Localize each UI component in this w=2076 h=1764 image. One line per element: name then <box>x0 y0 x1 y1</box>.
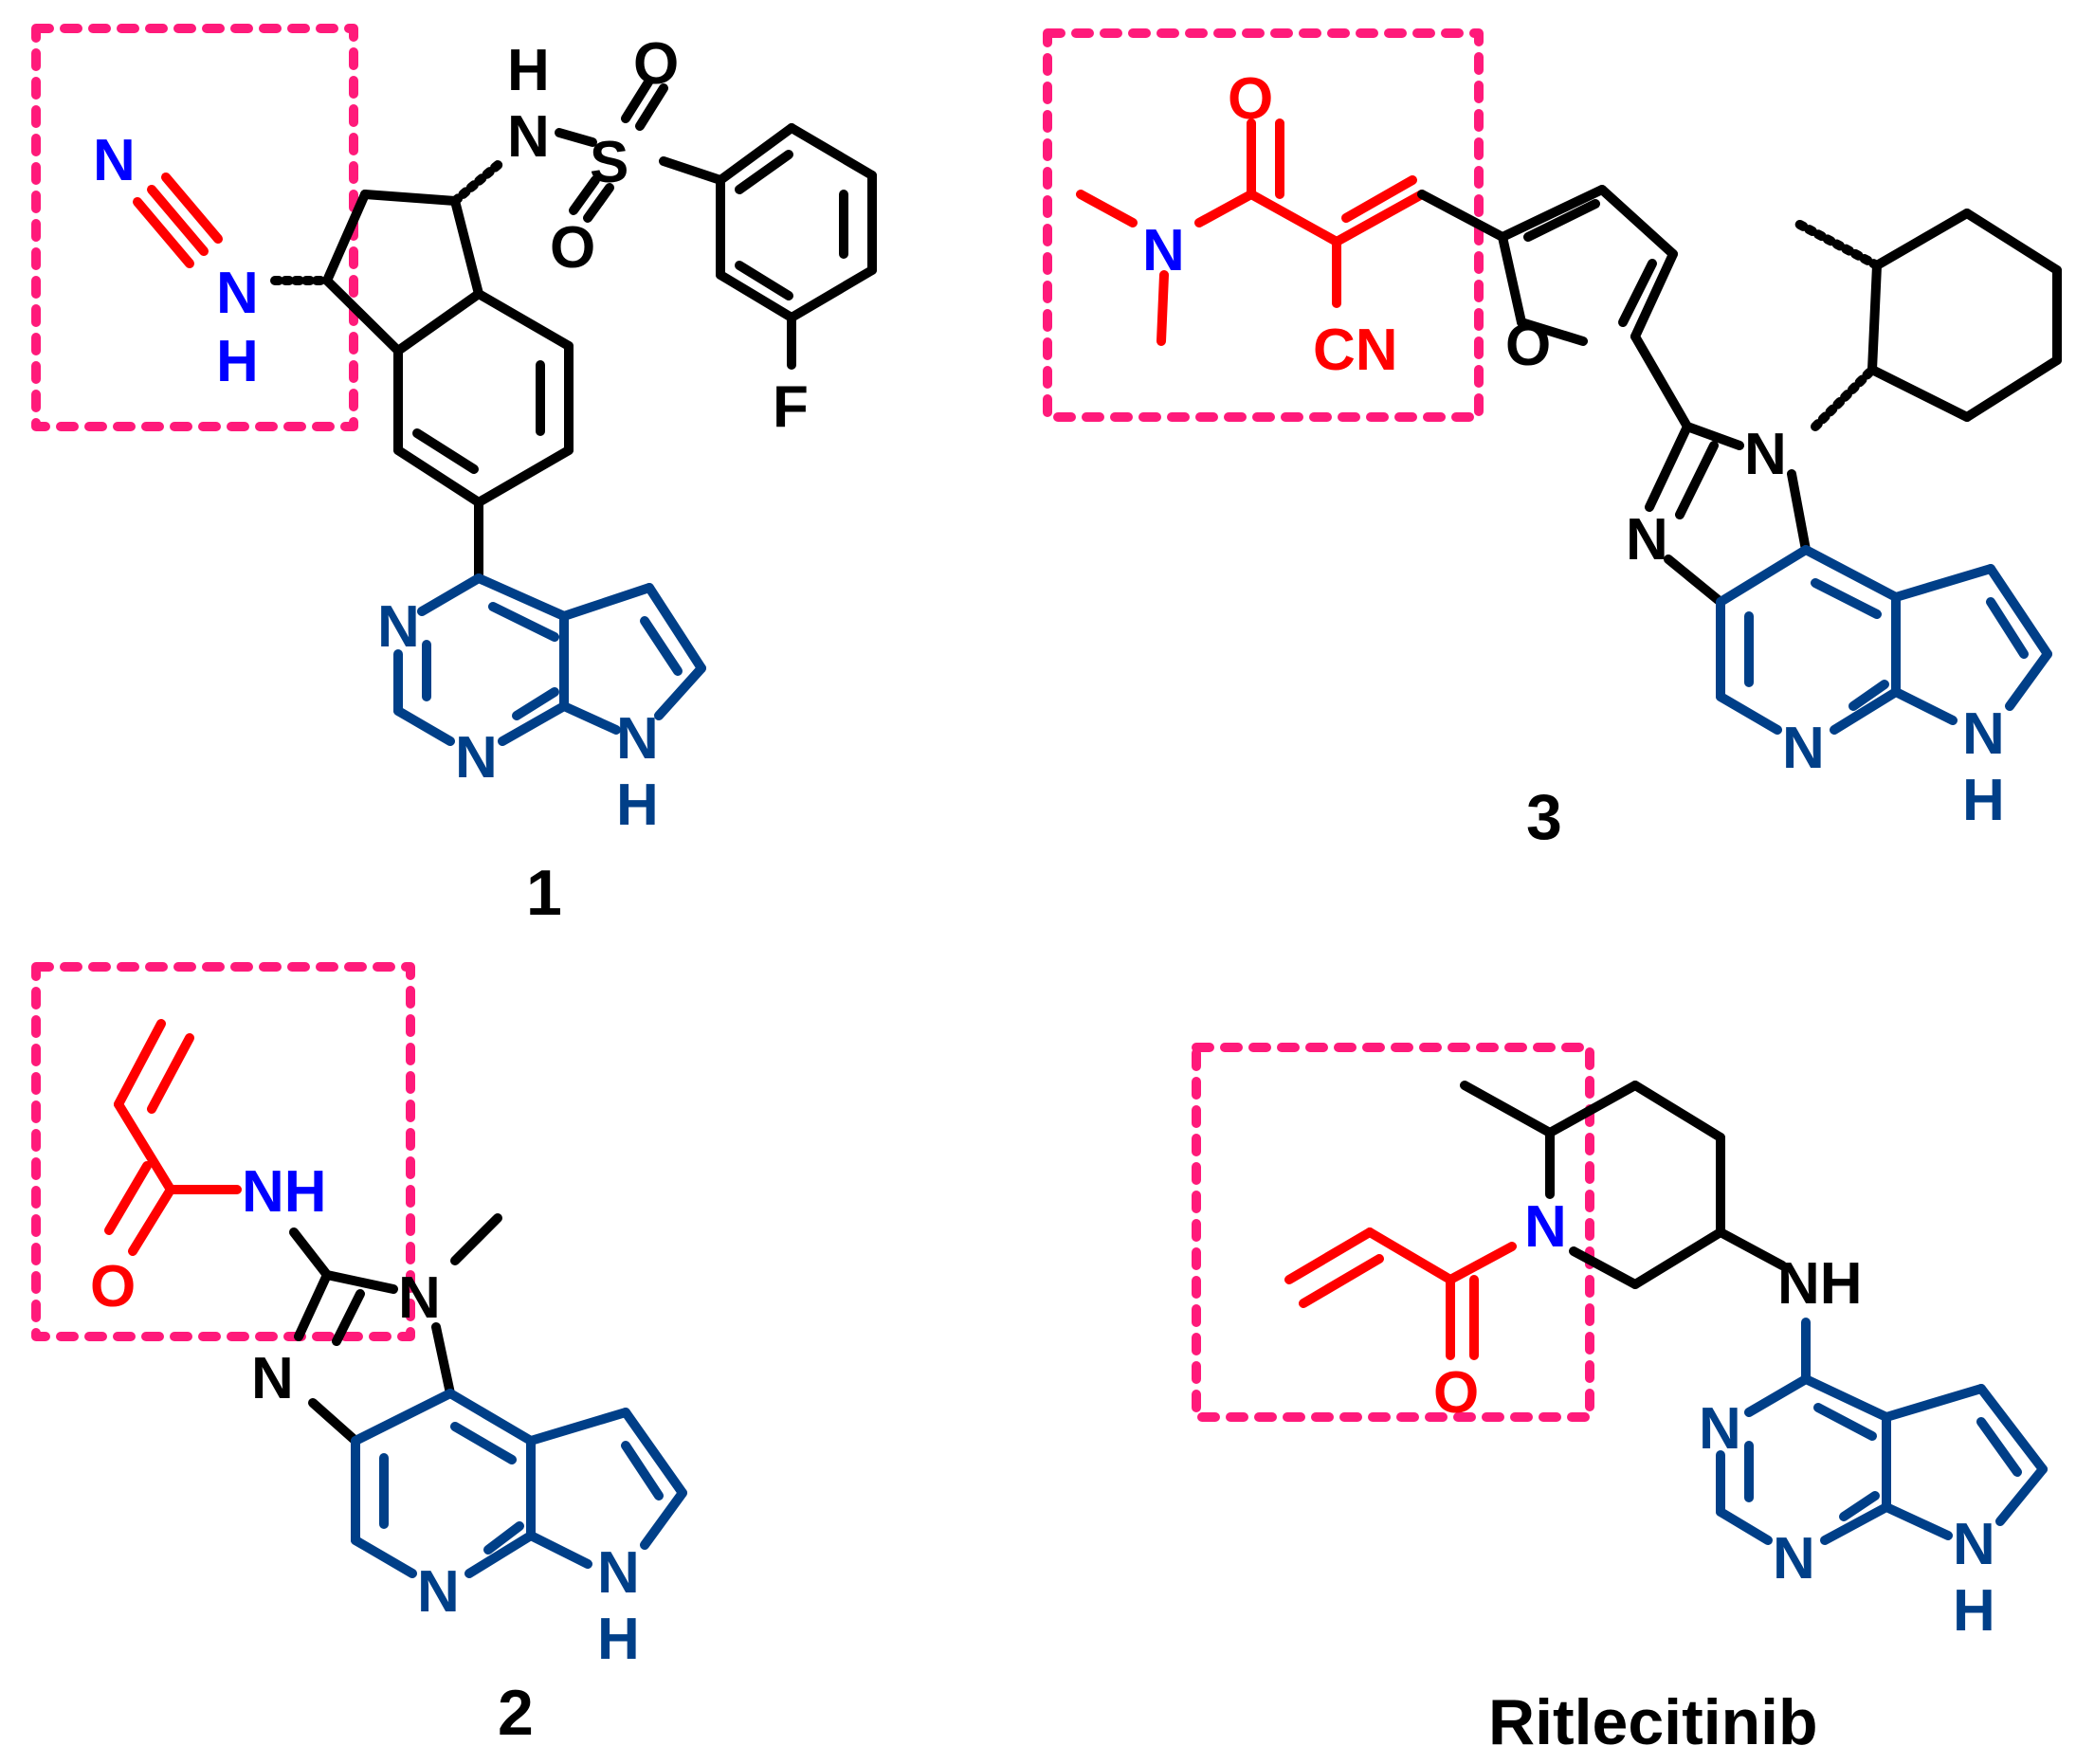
label-amide-o: O <box>1433 1360 1479 1426</box>
pyrrolopyrimidine-1 <box>393 573 706 746</box>
label-pyrrole-h: H <box>597 1607 640 1672</box>
label-pyrrole-n: N <box>616 706 659 772</box>
label-pyrrole-h: H <box>1962 768 2005 833</box>
label-cyanamide-h: H <box>216 329 259 394</box>
label-nitrile-n: N <box>93 128 136 193</box>
label-oxygen-top: O <box>633 31 679 97</box>
label-sulfonamide-n: N <box>507 104 550 170</box>
label-pyrrole-n: N <box>1962 701 2005 767</box>
label-pyrimidine-n3: N <box>1699 1396 1741 1462</box>
molecule-3: N O CN O N N N N H 3 <box>1043 28 2062 853</box>
molecule-ritlecitinib: N O NH N N N H Ritlecitinib <box>1192 1043 2048 1758</box>
caption-3: 3 <box>1526 781 1562 853</box>
atom-labels-2: NH O N N N N H <box>90 1159 640 1672</box>
label-pyrimidine-n1: N <box>455 725 498 791</box>
label-imidazole-n3: N <box>1626 507 1668 573</box>
atom-labels-1: N N H H N S O O F N N N H <box>93 31 809 838</box>
label-imidazole-n3: N <box>251 1346 294 1411</box>
atom-labels-3: N O CN O N N N N H <box>1142 66 2005 833</box>
label-pyrimidine-n3: N <box>377 594 420 660</box>
label-furan-o: O <box>1505 313 1551 378</box>
label-cyanamide-n: N <box>216 261 259 326</box>
caption-2: 2 <box>498 1677 534 1749</box>
label-pyrrole-h: H <box>616 773 659 838</box>
cyanoacrylamide-3 <box>1076 118 1427 346</box>
label-pyridine-n: N <box>417 1559 460 1625</box>
label-carbonyl-o: O <box>1228 66 1273 132</box>
label-pyrrole-n: N <box>597 1540 640 1606</box>
caption-ritlecitinib: Ritlecitinib <box>1488 1686 1818 1758</box>
label-amide-o: O <box>90 1254 136 1319</box>
pyrrolopyrimidine-4 <box>1716 1318 2048 1545</box>
label-amide-n: N <box>1142 218 1185 283</box>
label-sulfur: S <box>590 130 628 195</box>
highlight-box-4 <box>1192 1043 1594 1422</box>
label-pyrrole-h: H <box>1953 1578 1995 1644</box>
label-pyridine-n: N <box>1782 716 1825 781</box>
label-fluorine: F <box>773 374 809 440</box>
pyrrolopyridine-2 <box>351 1389 687 1578</box>
pyrrolopyridine-3 <box>1716 545 2052 735</box>
scaffold-3 <box>1417 185 2062 607</box>
molecule-1: N N H H N S O O F N N N H 1 <box>31 24 877 929</box>
label-amine-nh: NH <box>1777 1251 1863 1317</box>
label-imidazole-n1: N <box>398 1265 441 1331</box>
atom-labels-4: N O NH N N N H <box>1433 1194 1995 1644</box>
scaffold-2 <box>289 1213 502 1446</box>
acrylamide-4 <box>1284 1228 1517 1360</box>
label-oxygen-bottom: O <box>550 215 595 281</box>
label-pyrrole-n: N <box>1953 1512 1995 1577</box>
piperidine-4 <box>1460 1081 1787 1289</box>
label-imidazole-n1: N <box>1744 422 1787 487</box>
molecule-2: NH O N N N N H 2 <box>31 962 687 1749</box>
cyanamide-group <box>133 173 223 268</box>
label-sulfonamide-h: H <box>507 38 550 103</box>
label-nitrile-cn: CN <box>1313 318 1398 383</box>
label-pyrimidine-n1: N <box>1773 1526 1815 1591</box>
highlight-box-2 <box>31 962 415 1341</box>
label-amide-nh: NH <box>242 1159 327 1225</box>
label-piperidine-n: N <box>1524 1194 1567 1260</box>
acrylamide-2 <box>104 1019 242 1256</box>
scaffold-1 <box>270 76 877 583</box>
caption-1: 1 <box>526 857 562 929</box>
highlight-box-1 <box>31 24 358 431</box>
